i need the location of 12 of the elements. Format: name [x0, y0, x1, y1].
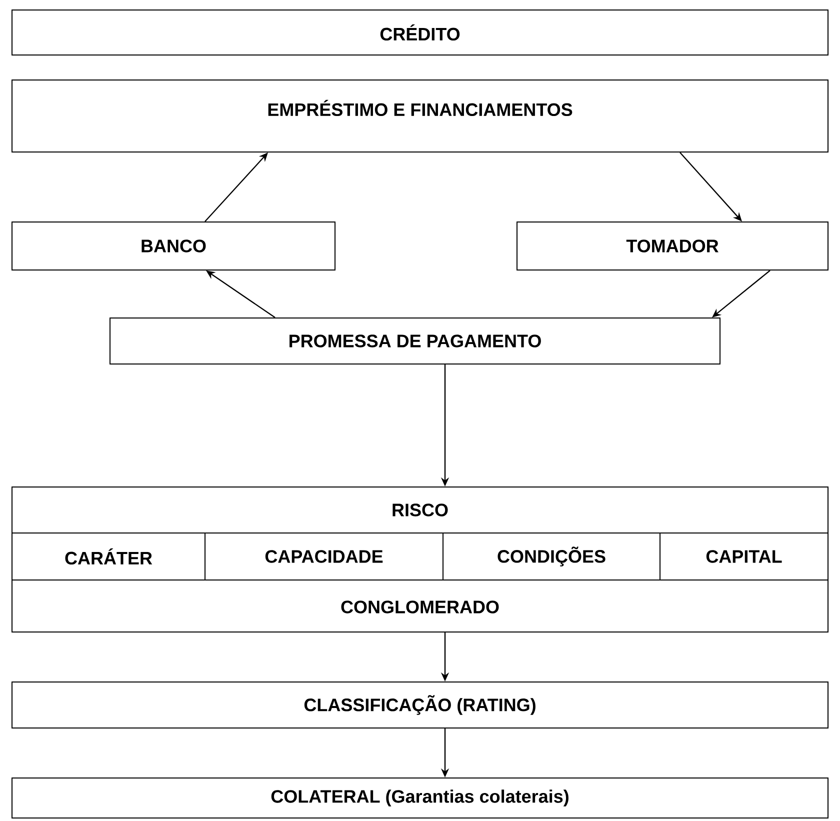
text-box: TOMADOR [516, 222, 828, 270]
text-box: COLATERAL (Garantias colaterais) [12, 778, 828, 818]
text-box: CLASSIFICAÇÃO (RATING) [12, 682, 828, 728]
arrow [204, 152, 268, 222]
text-box: EMPRÉSTIMO E FINANCIAMENTOS [12, 80, 828, 152]
table-cell: CAPACIDADE [204, 532, 444, 580]
text-box: PROMESSA DE PAGAMENTO [110, 318, 720, 364]
table-cell: CARÁTER [12, 532, 206, 580]
table-cell: CONDIÇÕES [442, 532, 660, 580]
text-box: BANCO [12, 222, 336, 270]
text-box: CRÉDITO [12, 10, 828, 56]
table-cell: CAPITAL [660, 532, 828, 580]
